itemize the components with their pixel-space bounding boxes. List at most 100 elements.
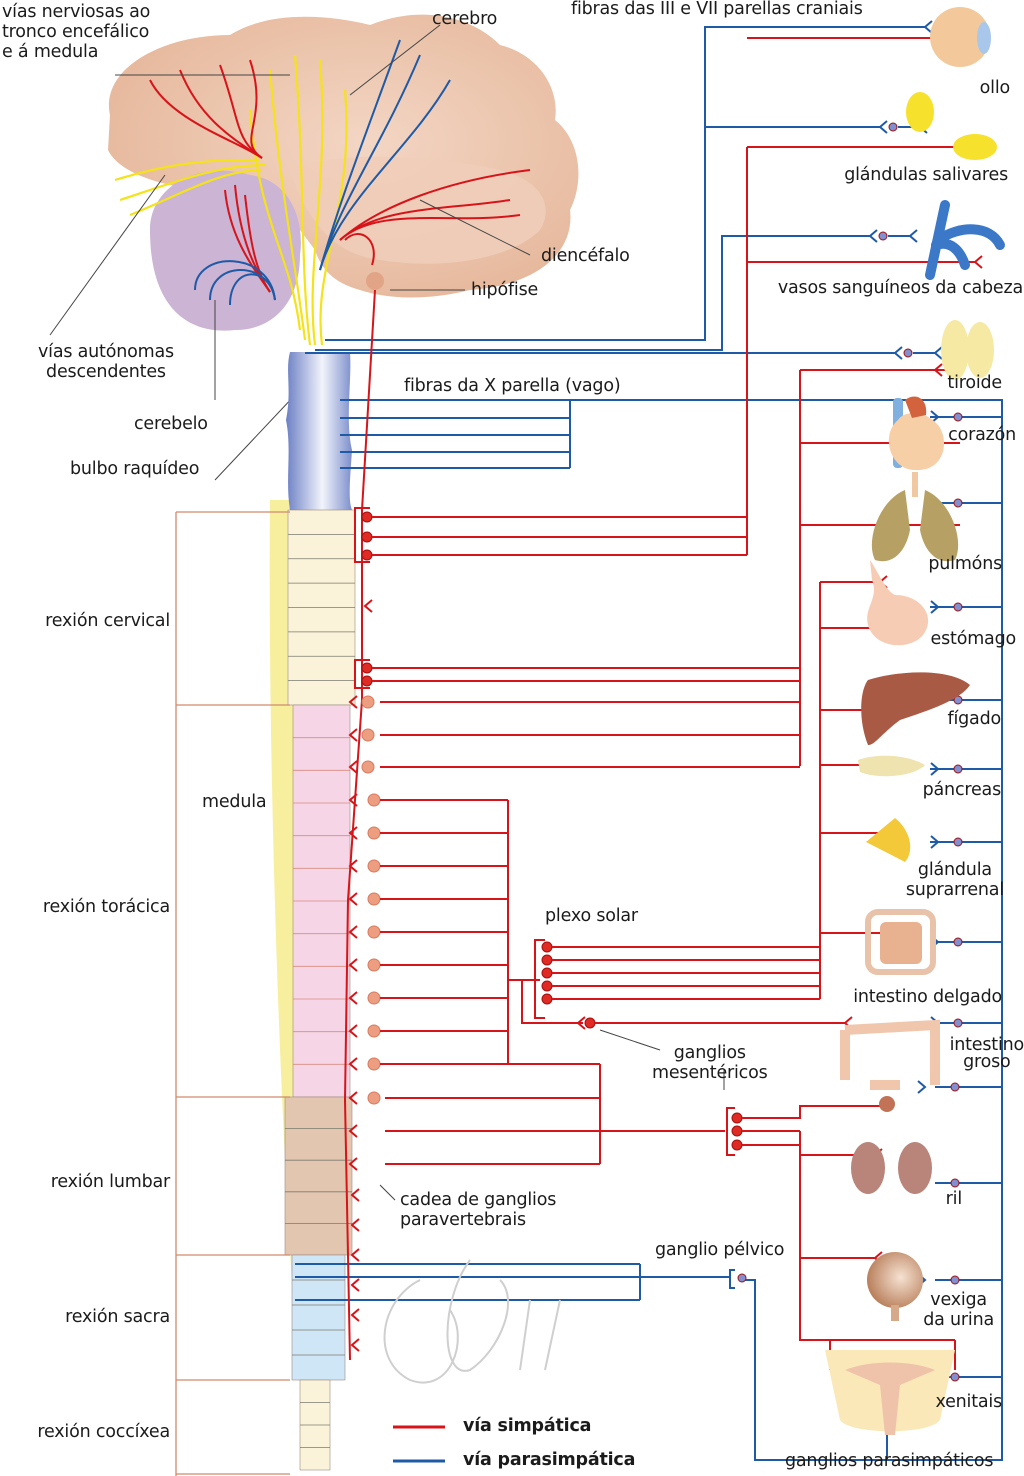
legend-parasympathetic-label: vía parasimpática (463, 1450, 636, 1470)
cervical-ganglion-upper-2 (361, 531, 373, 543)
organ-illustrations (825, 7, 1005, 1435)
mesenteric-ganglion-3 (731, 1139, 743, 1151)
label-organ-kidney: ril (945, 1189, 963, 1209)
parasympathetic-organ-synapse-pancreas (930, 762, 940, 776)
sacral-chain-synapse (350, 1278, 360, 1292)
paravertebral-synapse (348, 826, 358, 840)
spinal-cord (269, 352, 356, 1471)
parasympathetic-ganglion-large_intestine2 (950, 1082, 960, 1092)
sensory-fiber (311, 59, 324, 346)
vagus-main-trunk (570, 399, 1003, 1461)
solar-plexus-ganglion-4 (541, 980, 553, 992)
parasympathetic-ganglion-head-vessels (878, 231, 888, 241)
pelvic-ganglion-bracket (729, 1269, 735, 1289)
label-diencephalon: diencéfalo (541, 246, 630, 266)
paravertebral-synapse (348, 1157, 358, 1171)
descending-sympathetic-pathway (361, 289, 376, 511)
parasympathetic-synapse-head-vessels (868, 229, 878, 243)
sacral-chain-synapse (350, 1218, 360, 1232)
label-organ-genitals: xenitais (935, 1392, 1002, 1412)
heart-illustration (888, 396, 945, 471)
parasympathetic-synapse-salivary (878, 120, 888, 134)
sympathetic-organ-synapse-thyroid (933, 363, 943, 377)
parasympathetic-cranial-trunk (325, 26, 925, 341)
label-organ-salivary: glándulas salivares (844, 165, 1008, 185)
sensory-fiber (293, 54, 312, 346)
salivary-glands-illustration (906, 92, 997, 160)
mesenteric-ganglion-2 (731, 1125, 743, 1137)
label-leader-line (349, 24, 441, 96)
paravertebral-synapse (348, 1024, 358, 1038)
parasympathetic-organ-synapse-large_intestine2 (917, 1080, 927, 1094)
medulla-oblongata-shape (286, 352, 352, 510)
paravertebral-synapse (348, 958, 358, 972)
paravertebral-ganglion-2 (361, 728, 375, 742)
sympathetic-fiber (249, 59, 263, 159)
genitals-illustration (825, 1350, 955, 1435)
pituitary-shape (366, 272, 384, 290)
pelvic-ganglion (737, 1273, 747, 1283)
paravertebral-ganglion-10 (367, 991, 381, 1005)
label-solar-plexus: plexo solar (545, 906, 638, 926)
parasympathetic-fiber (229, 273, 276, 306)
cerebellum-shape (150, 170, 301, 331)
label-parasympathetic-ganglia: ganglios parasimpáticos (785, 1451, 994, 1471)
solar-plexus-bracket (534, 939, 545, 1019)
label-organ-liver: fígado (947, 709, 1002, 729)
label-medulla-oblongata: bulbo raquídeo (70, 459, 200, 479)
cervical-chain-synapse (363, 599, 373, 613)
parasympathetic-ganglion-salivary (888, 122, 898, 132)
sacral-chain-synapse (350, 1248, 360, 1262)
label-region-sacral: rexión sacra (65, 1307, 170, 1327)
paravertebral-ganglion-11 (367, 1024, 381, 1038)
parasympathetic-ganglion-heart (953, 412, 963, 422)
label-region-cervical: rexión cervical (45, 611, 170, 631)
sensory-fiber (119, 163, 266, 202)
label-cranial-nerves: fibras das III e VII parellas craniais (571, 0, 863, 19)
label-leader-line (419, 199, 531, 256)
legend-sympathetic-label: vía simpática (463, 1416, 592, 1436)
paravertebral-ganglion-6 (367, 859, 381, 873)
large-intestine-illustration (840, 1019, 940, 1112)
label-organ-pancreas: páncreas (922, 780, 1002, 800)
paravertebral-ganglion-5 (367, 826, 381, 840)
parasympathetic-ganglion-large_intestine (953, 1018, 963, 1028)
watermark-signature (383, 1259, 561, 1384)
paravertebral-ganglion-3 (361, 760, 375, 774)
label-pathways-to-brainstem: vías nerviosas ao tronco encefálico e á … (2, 2, 151, 62)
pelvic-sympathetic-trunk (799, 1131, 955, 1341)
solar-plexus-ganglion-3 (541, 967, 553, 979)
sensory-fiber (114, 158, 261, 182)
label-region-coccygeal: rexión coccíxea (37, 1422, 170, 1442)
hypothalamus-fiber (344, 233, 375, 266)
label-organ-head-vessels: vasos sanguíneos da cabeza (777, 278, 1023, 298)
paravertebral-synapse (348, 925, 358, 939)
label-organ-thyroid: tiroide (947, 373, 1002, 393)
paravertebral-ganglion-4 (367, 793, 381, 807)
adrenal-gland-illustration (866, 818, 911, 862)
paravertebral-chain-line (343, 699, 363, 1361)
parasympathetic-organ-synapse-head-vessels (908, 229, 918, 243)
parasympathetic-organ-synapse-thyroid (933, 346, 943, 360)
parasympathetic-fiber (319, 54, 421, 271)
parasympathetic-ganglion-kidney (950, 1178, 960, 1188)
paravertebral-ganglion-8 (367, 925, 381, 939)
parasympathetic-ganglion-stomach (953, 602, 963, 612)
label-cerebellum: cerebelo (134, 414, 208, 434)
paravertebral-synapse (348, 991, 358, 1005)
label-cerebrum: cerebro (432, 9, 498, 29)
parasympathetic-head-vessels-fiber (315, 235, 870, 351)
label-paravertebral-chain: cadea de ganglios paravertebrais (400, 1190, 557, 1230)
bladder-illustration (867, 1252, 923, 1321)
parasympathetic-organ-synapse-stomach (930, 600, 940, 614)
label-region-lumbar: rexión lumbar (50, 1172, 170, 1192)
paravertebral-synapse (348, 760, 358, 774)
paravertebral-synapse (348, 1057, 358, 1071)
mesenteric-ganglia-bracket (726, 1107, 735, 1156)
spinal-segment-sacral (291, 1254, 346, 1381)
head-vessels-illustration (925, 200, 1005, 280)
sensory-fiber (129, 168, 263, 217)
sympathetic-fiber (339, 169, 531, 241)
parasympathetic-ganglion-lungs (953, 498, 963, 508)
label-leader-line (214, 394, 296, 481)
